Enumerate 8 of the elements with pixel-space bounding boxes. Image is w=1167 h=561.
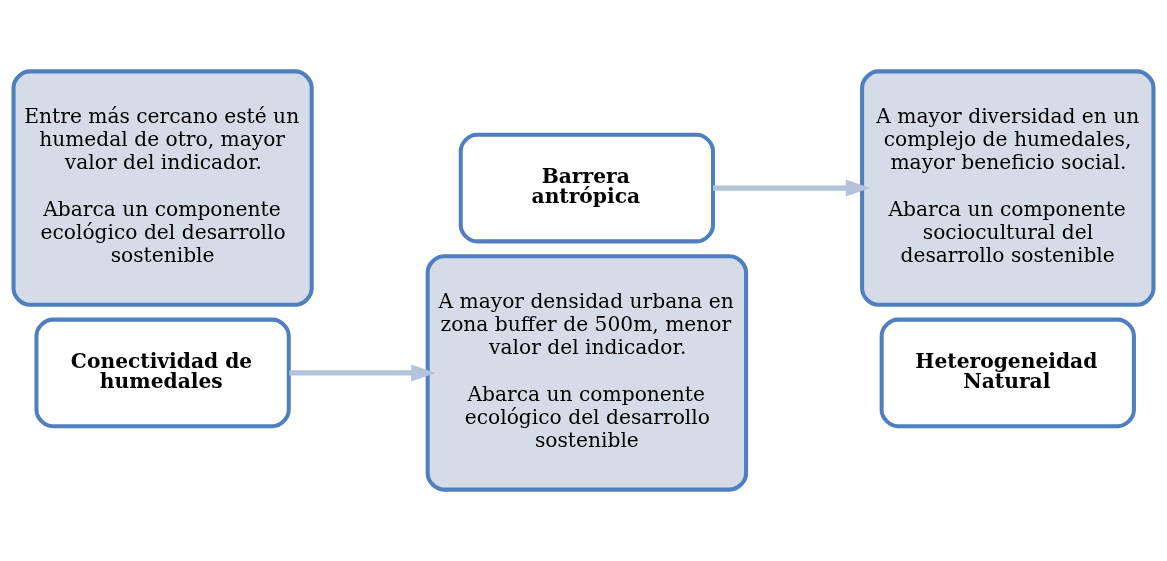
node-box: Heterogeneidad Natural	[879, 317, 1136, 429]
node-box: Conectividad de humedales	[34, 317, 291, 429]
arrow	[289, 364, 436, 382]
node-box: Entre más cercano esté un humedal de otro, mayor valor del indicador. Abarca un componente ecológico del desarrollo sostenible	[11, 69, 314, 307]
node-box: A mayor diversidad en un complejo de humedales, mayor beneficio social. Abarca un componente sociocultural del desarrollo sostenible	[860, 69, 1156, 307]
arrow	[713, 179, 871, 197]
node-box: Barrera antrópica	[458, 132, 716, 244]
node-box: A mayor densidad urbana en zona buffer de 500m, menor valor del indicador. Abarca un componente ecológico del desarrollo sostenible	[425, 254, 749, 492]
